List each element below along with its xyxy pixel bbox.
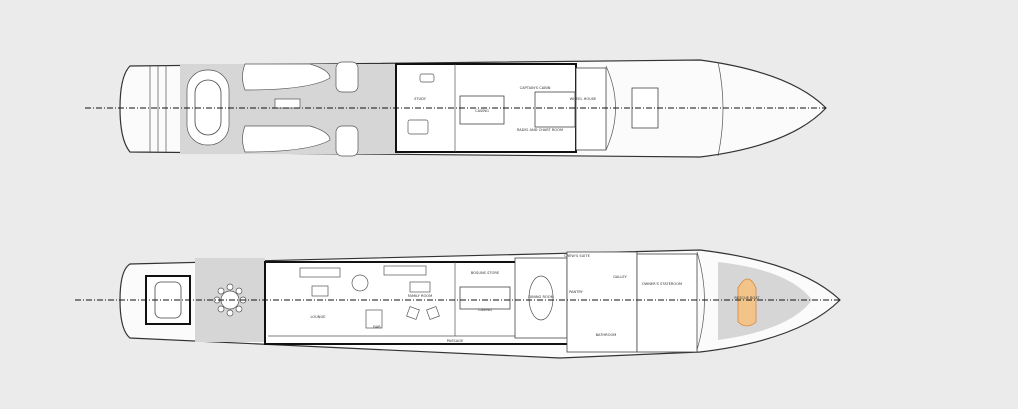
room-label-passage: PASSAGE (447, 339, 464, 343)
tender-boat-port (242, 63, 331, 91)
room-label-captains-cabin: CAPTAIN'S CABIN (520, 86, 551, 90)
dining-table (528, 275, 554, 321)
upper-deck-plan: STUDY CASING CAPTAIN'S CABIN RADIO AND C… (85, 59, 827, 158)
room-label-dining-room: DINING ROOM (528, 295, 553, 299)
room-label-bar: BAR (373, 325, 381, 329)
room-label-lounge: LOUNGE (310, 315, 326, 319)
room-label-owners-stateroom: OWNER'S STATEROOM (642, 282, 682, 286)
room-label-wheelhouse: WHEEL HOUSE (570, 97, 597, 101)
room-label-bathroom: BATHROOM (596, 333, 617, 337)
room-label-pantry: PANTRY (569, 290, 584, 294)
room-label-bosuns-store: BOSUNS STORE (471, 271, 500, 275)
room-label-galley: GALLEY (613, 275, 628, 279)
room-label-rescue-boat: RESCUE BOAT (734, 296, 760, 300)
room-label-casing: CASING (478, 308, 492, 312)
room-label-crews-suite: CREW'S SUITE (564, 254, 590, 258)
room-label-study: STUDY (414, 97, 427, 101)
room-label-radio-chart-room: RADIO AND CHART ROOM (517, 128, 563, 132)
room-label-casing: CASING (475, 109, 489, 113)
main-deck-plan: LOUNGE FAMILY ROOM BAR BOSUNS STORE CASI… (75, 249, 841, 359)
tender-boat-starboard (242, 125, 331, 153)
rescue-boat (737, 278, 757, 327)
room-label-family-room: FAMILY ROOM (408, 294, 432, 298)
